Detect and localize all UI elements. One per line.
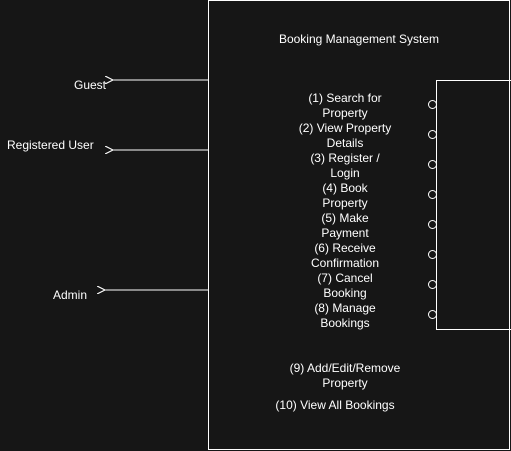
use-case-label: (5) Make [321, 211, 369, 225]
connection-port [428, 160, 437, 169]
use-case-label: (6) Receive [314, 241, 376, 255]
use-case-label: (9) Add/Edit/Remove [289, 361, 401, 375]
actor-guest: Guest [74, 78, 107, 92]
connection-port [428, 220, 437, 229]
use-case-view-property-details: (2) View Property Details [279, 121, 411, 151]
connection-port [428, 190, 437, 199]
use-case-label: Login [330, 166, 360, 180]
use-case-label: (3) Register / [310, 151, 380, 165]
use-case-make-payment: (5) Make Payment [279, 211, 411, 241]
use-case-book-property: (4) Book Property [279, 181, 411, 211]
use-case-manage-bookings: (8) Manage Bookings [279, 301, 411, 331]
system-boundary [208, 0, 510, 450]
connection-port [428, 250, 437, 259]
use-case-add-edit-remove-property: (9) Add/Edit/Remove Property [259, 361, 431, 391]
actor-admin: Admin [53, 288, 88, 302]
use-case-label: Bookings [320, 316, 370, 330]
use-case-cancel-booking: (7) Cancel Booking [279, 271, 411, 301]
use-case-label: Confirmation [310, 256, 380, 270]
connection-port [428, 130, 437, 139]
connection-port [428, 310, 437, 319]
system-title: Booking Management System [278, 32, 440, 46]
use-case-label: Details [326, 136, 364, 150]
use-case-label: Property [322, 196, 368, 210]
connection-port [428, 280, 437, 289]
use-case-label: (4) Book [322, 181, 368, 195]
use-case-label: (8) Manage [314, 301, 376, 315]
use-case-label: Payment [321, 226, 369, 240]
use-case-label: Booking [323, 286, 367, 300]
use-case-label: (1) Search for [308, 91, 382, 105]
actor-registered-user: Registered User [7, 138, 94, 152]
use-case-label: (10) View All Bookings [275, 398, 395, 412]
use-case-view-all-bookings: (10) View All Bookings [249, 398, 421, 413]
use-case-register-login: (3) Register / Login [279, 151, 411, 181]
external-interface-box [436, 80, 511, 330]
use-case-receive-confirmation: (6) Receive Confirmation [279, 241, 411, 271]
use-case-label: (2) View Property [298, 121, 392, 135]
connection-port [428, 100, 437, 109]
use-case-label: Property [322, 376, 368, 390]
use-case-label: Property [322, 106, 368, 120]
use-case-search-property: (1) Search for Property [279, 91, 411, 121]
use-case-label: (7) Cancel [317, 271, 373, 285]
